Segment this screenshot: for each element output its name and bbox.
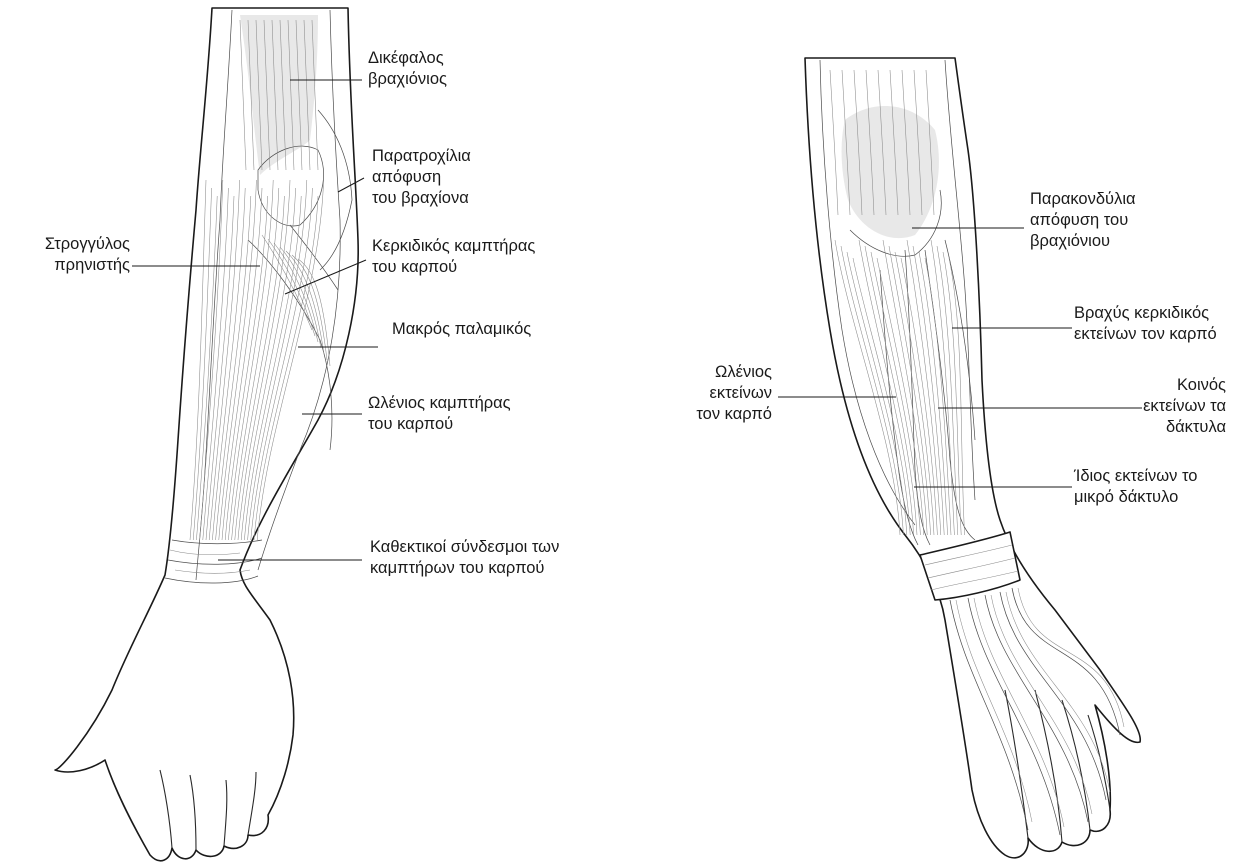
label-biceps: Δικέφαλος βραχιόνιος [368,48,447,90]
label-ext-carpi-radialis-brevis: Βραχύς κερκιδικός εκτείνων τον καρπό [1074,303,1217,345]
label-medial-epicondyle: Παρατροχίλια απόφυση του βραχίονα [372,146,471,209]
label-flexor-carpi-radialis: Κερκιδικός καμπτήρας του καρπού [372,236,535,278]
label-flexor-carpi-ulnaris: Ωλένιος καμπτήρας του καρπού [368,393,511,435]
label-ext-carpi-ulnaris: Ωλένιος εκτείνων τον καρπό [660,362,772,425]
label-flexor-retinaculum: Καθεκτικοί σύνδεσμοι των καμπτήρων του κ… [370,537,559,579]
posterior-forearm-illustration [805,58,1140,858]
label-ext-digiti-minimi: Ίδιος εκτείνων το μικρό δάκτυλο [1074,466,1197,508]
label-ext-digitorum: Κοινός εκτείνων τα δάκτυλα [1128,375,1226,438]
anterior-forearm-illustration [55,8,358,861]
label-pronator-teres: Στρογγύλος πρηνιστής [18,234,130,276]
label-palmaris-longus: Μακρός παλαμικός [392,319,531,340]
label-lateral-epicondyle: Παρακονδύλια απόφυση του βραχιόνιου [1030,189,1136,252]
